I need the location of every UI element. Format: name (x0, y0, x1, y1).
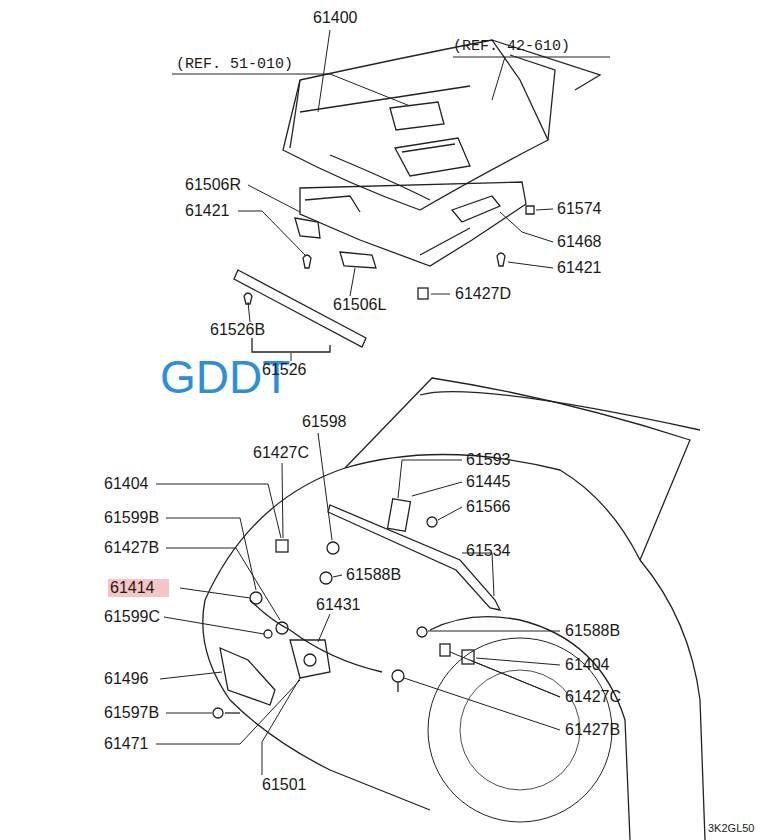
callout-number: 61588B (346, 566, 401, 584)
leader-lines (156, 30, 610, 775)
callout-number: 61599B (104, 509, 159, 527)
callout-number: 61593 (466, 451, 511, 469)
callout-number: 61427D (455, 285, 511, 303)
callout-number: 61574 (557, 200, 602, 218)
callout-number: 61506R (185, 176, 241, 194)
hood-insulator (295, 182, 534, 299)
reference-note: (REF. 42-610) (453, 38, 570, 56)
callout-number: 61526 (262, 361, 307, 379)
figure-code: 3K2GL50 (708, 822, 754, 835)
callout-number: 61427C (253, 444, 309, 462)
callout-number: 61599C (104, 608, 160, 626)
reference-note: (REF. 51-010) (176, 56, 293, 74)
callout-number: 61421 (185, 202, 230, 220)
highlighted-callout: 61414 (108, 579, 169, 597)
callout-number: 61496 (104, 670, 149, 688)
callout-number: 61404 (104, 475, 149, 493)
callout-number: 61471 (104, 735, 149, 753)
callout-number: 61566 (466, 498, 511, 516)
callout-number: 61427C (565, 688, 621, 706)
callout-number: 61597B (104, 704, 159, 722)
callout-number: 61534 (466, 542, 511, 560)
callout-number: 61526B (210, 321, 265, 339)
callout-number: 61427B (565, 721, 620, 739)
callout-number: 61421 (557, 259, 602, 277)
callout-number: 61404 (565, 656, 610, 674)
callout-number: 61501 (262, 776, 307, 794)
callout-number: 61445 (466, 473, 511, 491)
callout-number: 61431 (316, 596, 361, 614)
callout-number: 61400 (313, 9, 358, 27)
callout-number: 61427B (104, 539, 159, 557)
callout-number: 61588B (565, 622, 620, 640)
vehicle-body (203, 378, 705, 840)
callout-number: 61598 (302, 413, 347, 431)
callout-number: 61506L (333, 296, 386, 314)
callout-number: 61468 (557, 233, 602, 251)
latch-parts (213, 499, 500, 718)
